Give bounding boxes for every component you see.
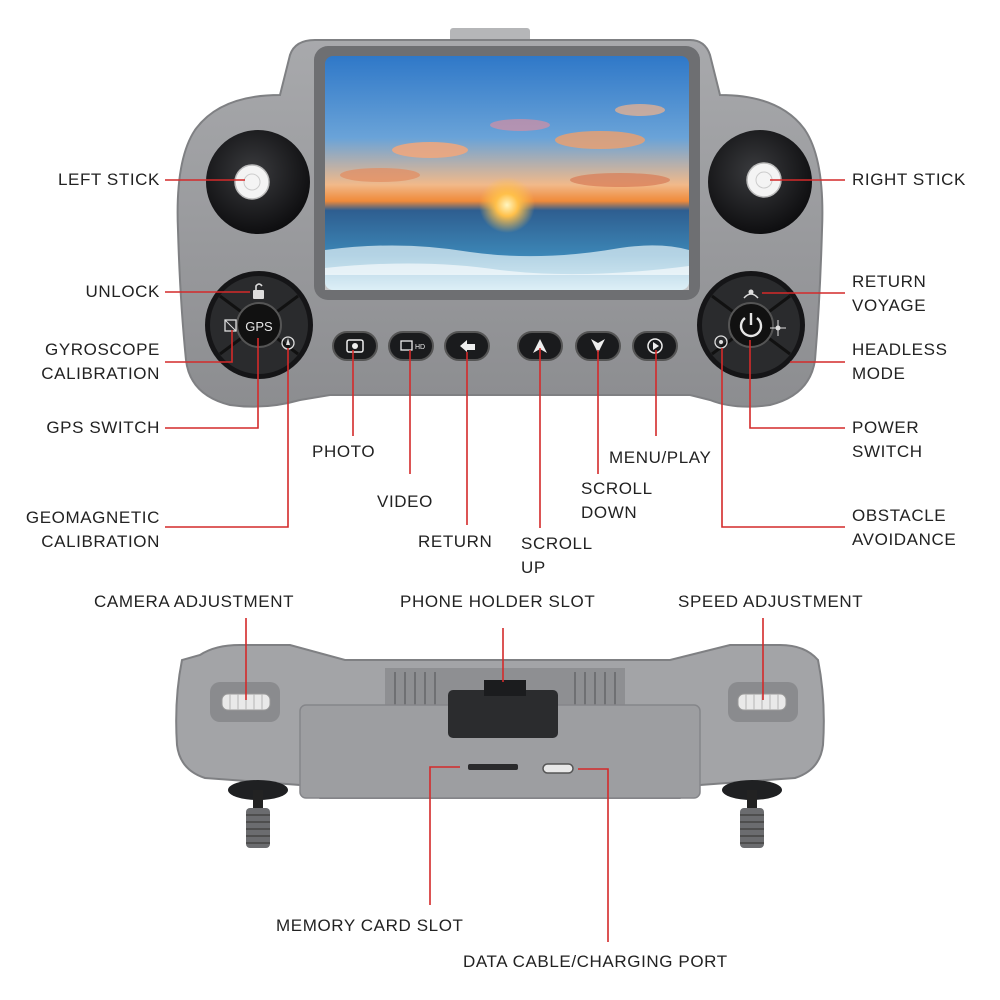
back-arrow-icon (460, 340, 475, 352)
label-video: VIDEO (377, 492, 433, 511)
label-unlock: UNLOCK (85, 282, 160, 301)
label-camera-adjustment: CAMERA ADJUSTMENT (94, 592, 295, 611)
label-memory-card-slot: MEMORY CARD SLOT (276, 916, 464, 935)
label-left-stick: LEFT STICK (57, 170, 160, 189)
menu-play-button[interactable] (632, 331, 678, 361)
label-obstacle-avoidance: OBSTACLE AVOIDANCE (852, 506, 957, 549)
label-gps-switch: GPS SWITCH (46, 418, 160, 437)
play-icon (647, 338, 663, 354)
camera-icon (346, 339, 364, 353)
gps-button[interactable] (236, 302, 282, 348)
leader-lines (165, 179, 845, 942)
label-scroll-up: SCROLL UP (521, 534, 593, 577)
right-button-cluster (697, 271, 805, 379)
right-stick[interactable] (708, 130, 812, 234)
hd-marking: HD (415, 344, 425, 351)
label-gyroscope-calibration: GYROSCOPE CALIBRATION (41, 340, 160, 383)
label-menu-play: MENU/PLAY (609, 448, 712, 467)
left-stick-shaft (228, 780, 288, 848)
scroll-down-button[interactable] (575, 331, 621, 361)
label-phone-holder-slot: PHONE HOLDER SLOT (400, 592, 596, 611)
leader-geomagnetic (165, 348, 289, 528)
phone-holder-slot[interactable] (448, 680, 558, 738)
label-speed-adjustment: SPEED ADJUSTMENT (678, 592, 864, 611)
screen (325, 56, 689, 290)
top-controller: GPS (176, 28, 824, 408)
leader-usb (578, 768, 609, 942)
label-scroll-down: SCROLL DOWN (581, 479, 653, 522)
photo-button[interactable] (332, 331, 378, 361)
gyroscope-icon[interactable] (224, 319, 237, 332)
usb-port[interactable] (542, 763, 574, 774)
left-stick[interactable] (206, 130, 310, 234)
label-right-stick: RIGHT STICK (852, 170, 966, 189)
chevron-up-icon (533, 339, 547, 353)
label-geomagnetic-calibration: GEOMAGNETIC CALIBRATION (25, 508, 160, 551)
leader-gps-switch (165, 338, 259, 429)
obstacle-avoidance-icon[interactable] (714, 335, 728, 349)
bottom-controller (175, 644, 825, 848)
right-stick-shaft (722, 780, 782, 848)
camera-adjustment-wheel[interactable] (210, 682, 280, 722)
leader-memory-card (429, 766, 460, 905)
leader-obstacle (721, 348, 845, 528)
speed-adjustment-wheel[interactable] (728, 682, 798, 722)
video-button[interactable]: HD (388, 331, 434, 361)
power-icon (739, 313, 763, 338)
leader-gyroscope (165, 330, 233, 363)
label-headless-mode: HEADLESS MODE (852, 340, 948, 383)
headless-mode-icon[interactable] (770, 320, 786, 336)
return-button[interactable] (444, 331, 490, 361)
video-icon (400, 340, 413, 351)
padlock-open-icon[interactable] (253, 283, 264, 299)
label-power-switch: POWER SWITCH (852, 418, 923, 461)
chevron-down-icon (591, 339, 605, 353)
gps-marking: GPS (245, 319, 273, 334)
return-home-icon[interactable] (743, 289, 759, 299)
label-return-voyage: RETURN VOYAGE (852, 272, 927, 315)
leader-power-switch (749, 340, 845, 429)
label-return: RETURN (418, 532, 493, 551)
label-data-cable-charging-port: DATA CABLE/CHARGING PORT (463, 952, 728, 971)
label-photo: PHOTO (312, 442, 376, 461)
memory-card-slot[interactable] (468, 764, 518, 770)
